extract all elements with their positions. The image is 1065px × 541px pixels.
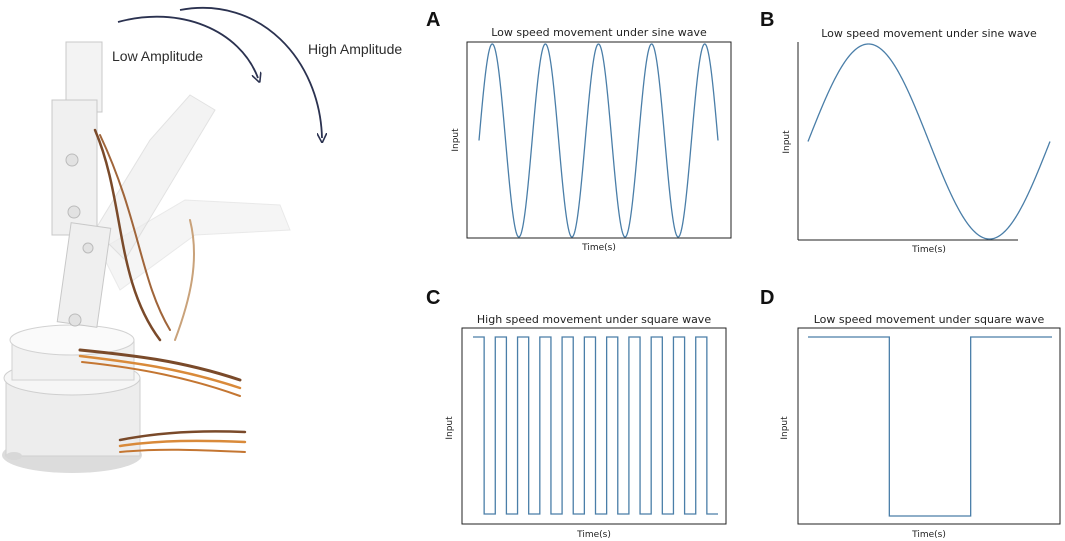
y-axis-label: Input bbox=[782, 130, 792, 154]
y-axis-label: Input bbox=[451, 128, 461, 152]
panel-letter-b: B bbox=[760, 9, 774, 31]
square-series-line bbox=[473, 336, 718, 515]
panel-d: D Low speed movement under square wave I… bbox=[760, 287, 1061, 540]
panel-b: B Low speed movement under sine wave Inp… bbox=[760, 9, 1051, 255]
robot-base bbox=[2, 324, 142, 473]
servo-wires bbox=[78, 128, 247, 453]
plot-frame bbox=[466, 41, 732, 239]
y-axis-label: Input bbox=[780, 416, 790, 440]
panel-c: C High speed movement under square wave … bbox=[426, 287, 727, 540]
x-axis-label: Time(s) bbox=[576, 530, 611, 540]
high-amplitude-arrow bbox=[179, 7, 322, 138]
sine-series-line bbox=[478, 43, 719, 238]
low-amplitude-label: Low Amplitude bbox=[112, 48, 203, 64]
plot-frame bbox=[461, 327, 727, 525]
sine-series-line bbox=[807, 43, 1051, 240]
high-amplitude-label: High Amplitude bbox=[308, 41, 402, 57]
x-axis-label: Time(s) bbox=[911, 245, 946, 255]
chart-title: Low speed movement under sine wave bbox=[821, 27, 1037, 40]
robot-arm-main bbox=[51, 41, 112, 328]
y-axis-label: Input bbox=[445, 416, 455, 440]
panel-a: A Low speed movement under sine wave Inp… bbox=[426, 9, 732, 253]
robot-arm-photo: Low Amplitude High Amplitude bbox=[2, 7, 402, 473]
square-series-line bbox=[808, 336, 1052, 517]
panel-letter-a: A bbox=[426, 9, 440, 31]
panel-letter-c: C bbox=[426, 287, 440, 309]
x-axis-label: Time(s) bbox=[581, 243, 616, 253]
low-amplitude-arrow bbox=[117, 15, 258, 78]
chart-title: Low speed movement under sine wave bbox=[491, 26, 707, 39]
plot-frame bbox=[797, 327, 1061, 525]
panel-letter-d: D bbox=[760, 287, 774, 309]
chart-title: High speed movement under square wave bbox=[477, 313, 711, 326]
ghost-arm-low bbox=[94, 94, 216, 261]
chart-title: Low speed movement under square wave bbox=[814, 313, 1045, 326]
x-axis-label: Time(s) bbox=[911, 530, 946, 540]
